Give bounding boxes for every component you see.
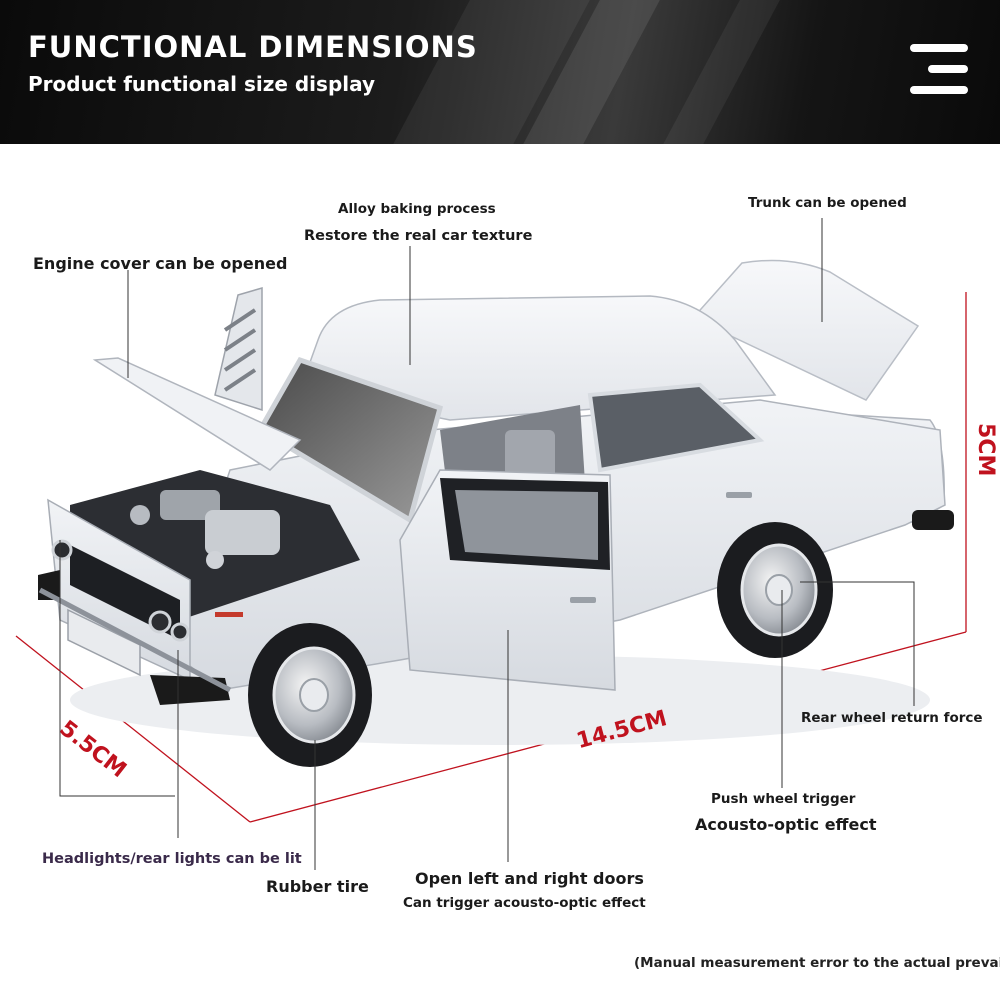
label-trunk: Trunk can be opened [748,195,907,211]
headlight [170,622,190,642]
engine-cap [206,551,224,569]
door-handle [570,597,596,603]
hood-vents [223,308,257,392]
footnote: (Manual measurement error to the actual … [634,955,1000,971]
hood-flap [92,357,302,471]
headlight [51,539,73,561]
label-real-texture: Restore the real car texture [304,228,533,244]
engine-part [160,490,220,520]
windshield [256,356,444,524]
label-headlights: Headlights/rear lights can be lit [42,851,302,867]
rear-window [587,382,765,473]
rear-door-handle [726,492,752,498]
label-engine-cover: Engine cover can be opened [33,254,288,273]
label-alloy-process: Alloy baking process [338,201,496,217]
engine-block [205,510,280,555]
dimension-height: 5CM [973,423,998,477]
hamburger-menu-icon[interactable] [904,42,974,96]
marker-light [215,612,243,617]
engine-cap [130,505,150,525]
label-doors-trigger: Can trigger acousto-optic effect [403,895,646,911]
license-plate [67,608,141,677]
label-acousto-optic: Acousto-optic effect [695,815,877,834]
open-hood-panel [214,287,263,412]
door-glass [455,490,598,560]
rear-bumper [912,510,954,530]
page-subtitle: Product functional size display [28,72,376,96]
front-wheel [248,623,372,767]
leader-rear-wheel [800,581,915,706]
header-banner: FUNCTIONAL DIMENSIONS Product functional… [0,0,1000,144]
car-model [38,259,954,767]
front-bumper [38,587,232,693]
headlight [148,610,172,634]
trunk-lid [691,259,920,401]
label-rubber-tire: Rubber tire [266,877,369,896]
label-doors: Open left and right doors [415,869,644,888]
leader-lines [59,218,915,870]
label-push-wheel: Push wheel trigger [711,791,856,807]
width-dimension-line [15,635,251,823]
leader-headlights [59,540,175,797]
rear-wheel [717,522,833,658]
label-rear-wheel: Rear wheel return force [801,710,983,726]
bumper-guard [150,675,230,705]
page-title: FUNCTIONAL DIMENSIONS [28,30,478,64]
